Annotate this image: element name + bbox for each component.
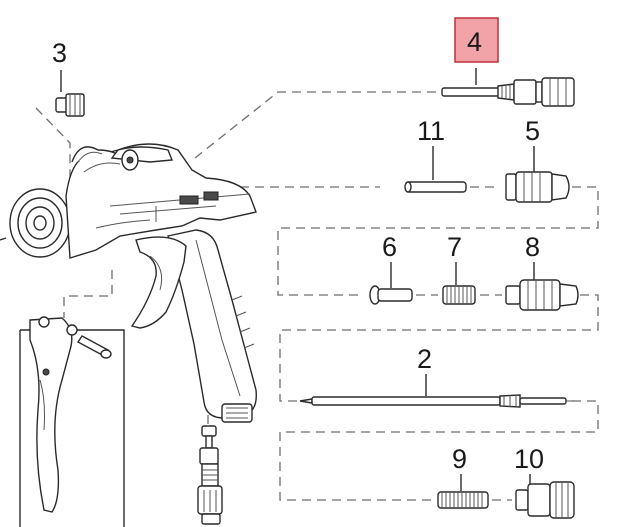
callout-labels: 3 4 11 5 6 7 8 2 9 10 <box>52 27 544 474</box>
callout-4: 4 <box>467 27 482 57</box>
part-10-adjustment-knob <box>515 481 575 519</box>
part-5-valve-housing <box>505 171 570 203</box>
trigger-detail-inset <box>19 316 125 527</box>
part-4-highlight-box <box>454 17 499 63</box>
part-6-piston <box>369 285 413 305</box>
part-11-pin <box>404 181 467 193</box>
callout-2: 2 <box>417 344 432 374</box>
callout-9: 9 <box>452 444 467 474</box>
callout-leaders <box>60 68 535 491</box>
spray-gun-body <box>0 143 257 423</box>
callout-7: 7 <box>447 232 462 262</box>
callout-3: 3 <box>52 38 67 68</box>
part-8-air-valve <box>505 279 579 311</box>
assembly-guide-lines <box>35 91 599 501</box>
part-4-needle-valve <box>441 77 575 107</box>
callout-5: 5 <box>525 116 540 146</box>
air-fitting-assembly <box>197 425 223 525</box>
callout-6: 6 <box>382 232 397 262</box>
callout-11: 11 <box>417 116 445 146</box>
part-9-spring <box>437 491 489 509</box>
part-2-fluid-needle <box>299 394 574 408</box>
part-7-spring <box>442 285 476 305</box>
callout-10: 10 <box>514 444 544 474</box>
part-3-fitting <box>55 93 85 117</box>
callout-8: 8 <box>525 232 540 262</box>
